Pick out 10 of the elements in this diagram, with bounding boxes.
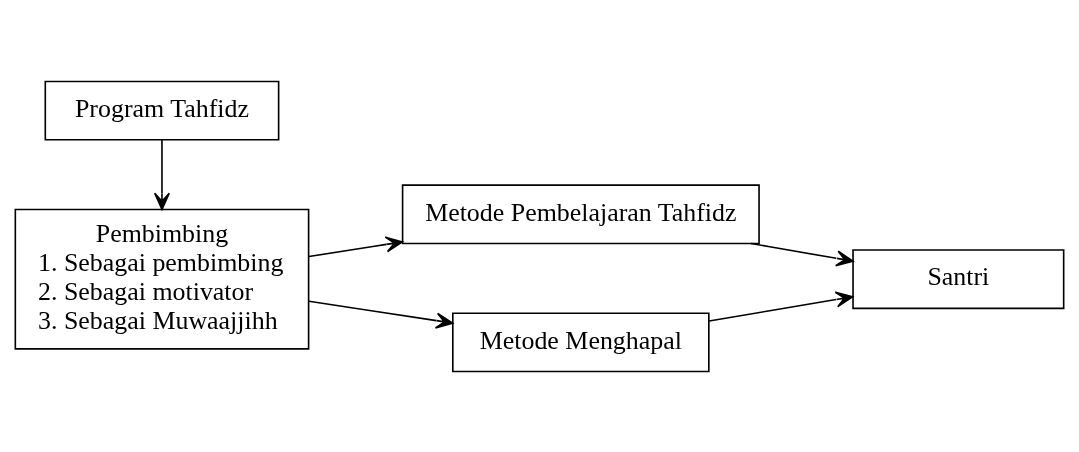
node-box: Metode Pembelajaran Tahfidz [401, 183, 760, 244]
node-box: Pembimbing 1. Sebagai pembimbing 2. Sebagai motivator 3. Sebagai Muwaajjihh [14, 208, 310, 350]
arrow [308, 299, 454, 329]
arrow [750, 242, 854, 266]
arrow [708, 290, 854, 322]
node-box: Santri [852, 248, 1065, 309]
arrow [308, 235, 404, 257]
arrow [153, 138, 171, 210]
node-box: Program Tahfidz [44, 80, 280, 141]
node-box: Metode Menghapal [452, 311, 710, 372]
